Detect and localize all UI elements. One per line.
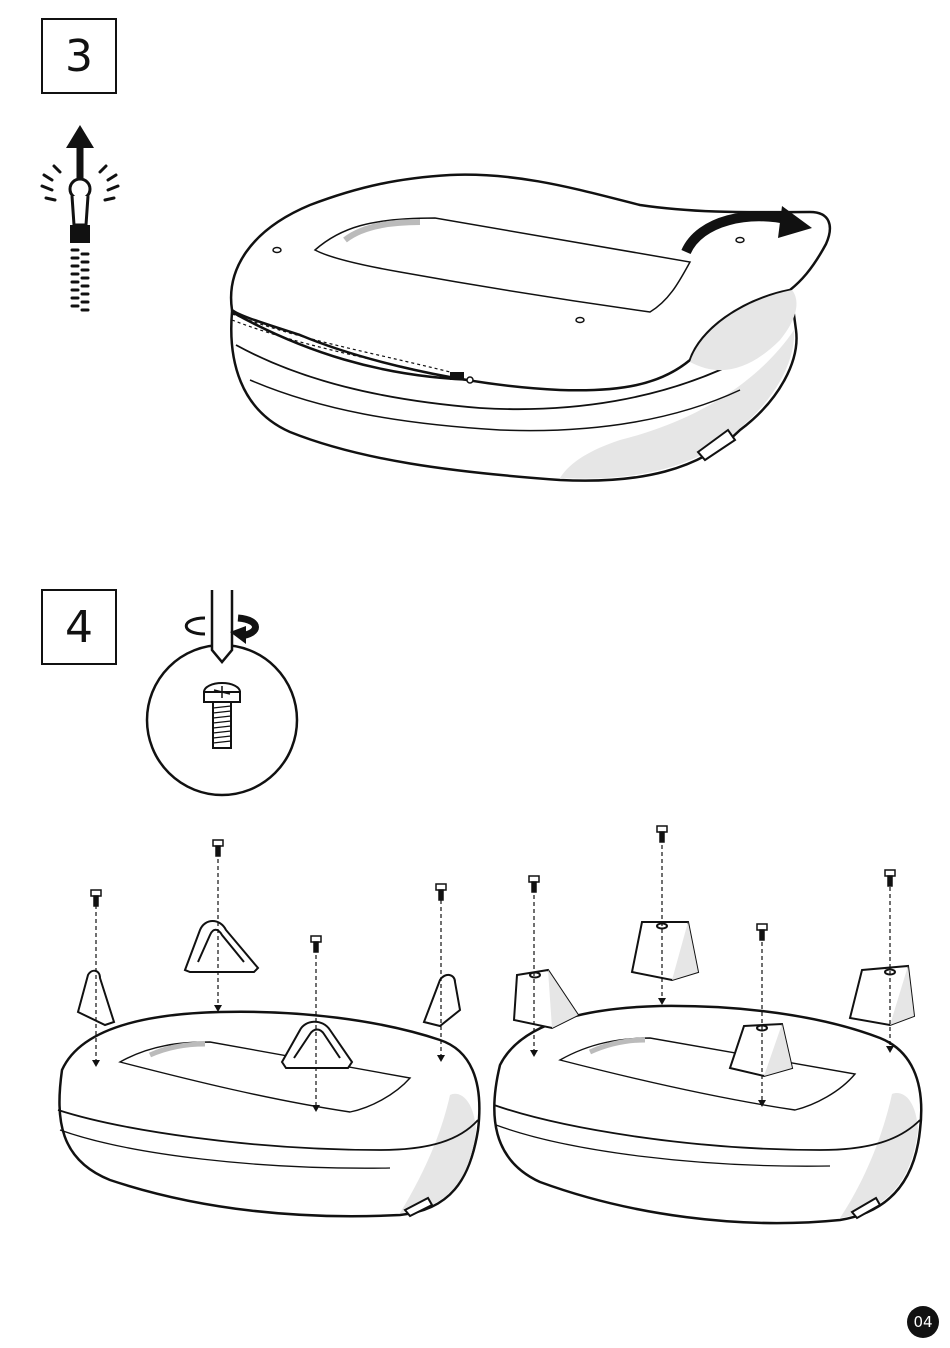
step-3-label: 3 bbox=[65, 31, 93, 82]
page-number: 04 bbox=[913, 1313, 932, 1331]
step-3-number: 3 bbox=[41, 18, 117, 94]
step-4-number: 4 bbox=[41, 589, 117, 665]
page-number-badge: 04 bbox=[907, 1306, 939, 1338]
step-4-label: 4 bbox=[65, 602, 93, 653]
